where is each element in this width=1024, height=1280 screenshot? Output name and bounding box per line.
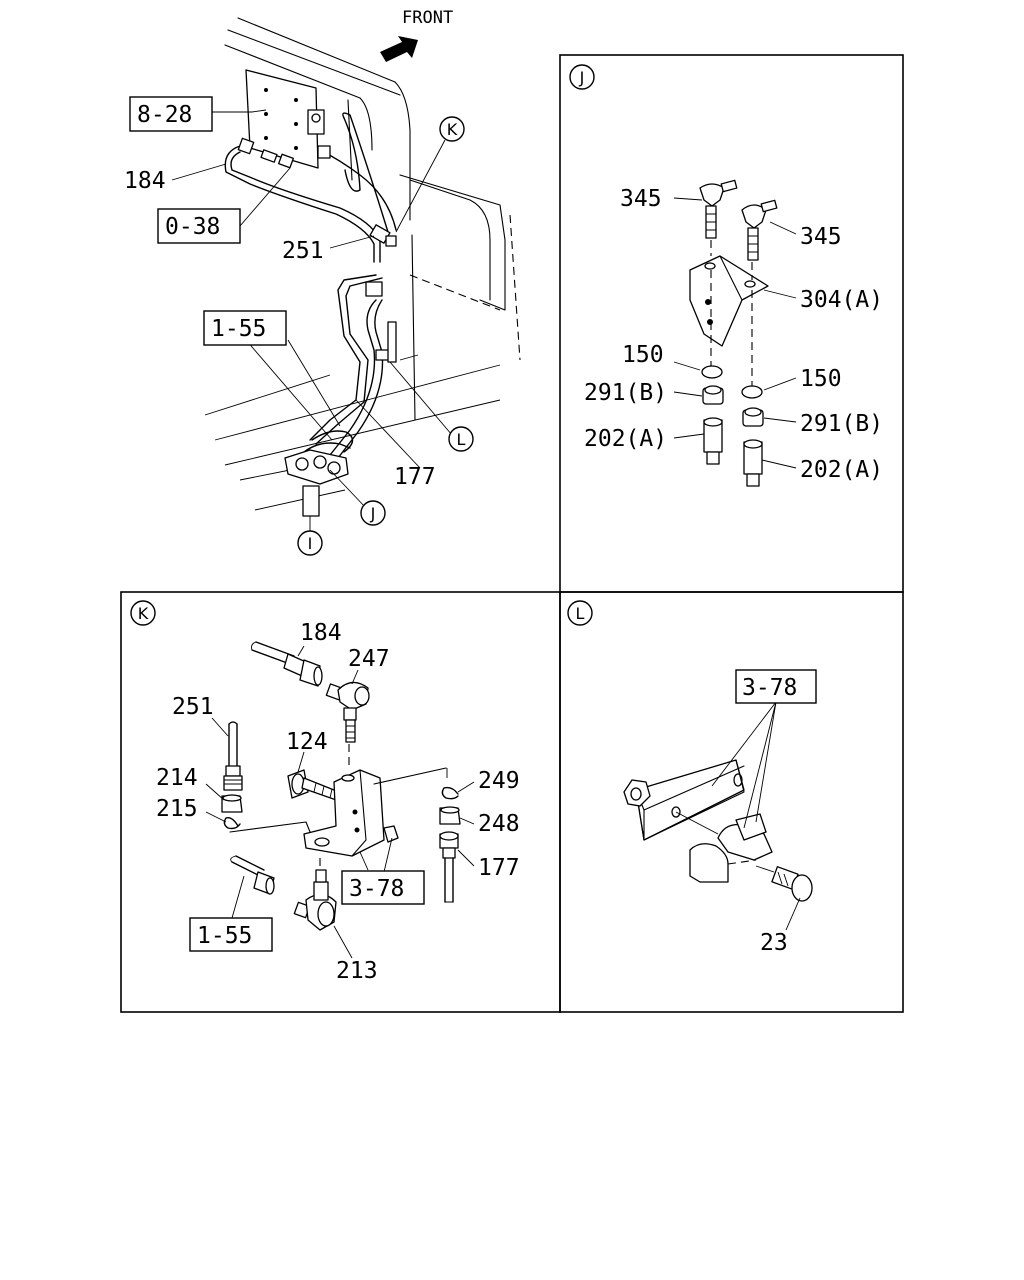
j-part-291b-right: 291(B): [800, 411, 883, 437]
bracket-304a: [689, 255, 769, 347]
panel-k: K: [130, 600, 520, 984]
main-part-251: 251: [282, 238, 324, 264]
ref-3-78-k-text: 3-78: [349, 876, 404, 902]
j-part-202a-left: 202(A): [584, 426, 667, 452]
ref-0-38-text: 0-38: [165, 214, 220, 240]
k-part-213: 213: [336, 958, 378, 984]
svg-text:L: L: [457, 430, 466, 449]
ref-1-55-text: 1-55: [211, 316, 266, 342]
panel-j-marker: J: [569, 64, 595, 90]
bolt-345-right: [741, 199, 778, 261]
pipe-fittings: [237, 137, 397, 517]
panel-k-marker: K: [130, 600, 156, 626]
k-part-124: 124: [286, 729, 328, 755]
j-part-291b-left: 291(B): [584, 380, 667, 406]
ref-1-55-k-text: 1-55: [197, 923, 252, 949]
panel-l-marker: L: [567, 600, 593, 626]
panel-l-frame: [559, 591, 904, 1013]
j-part-150-left: 150: [622, 342, 664, 368]
clamp-nut: [623, 779, 651, 807]
j-part-150-right: 150: [800, 366, 842, 392]
svg-text:L: L: [576, 604, 585, 623]
j-part-202a-right: 202(A): [800, 457, 883, 483]
washer-150-left: [701, 365, 723, 379]
front-label: FRONT: [402, 8, 453, 28]
nut-291b-left: [702, 385, 724, 405]
front-indicator: FRONT: [380, 8, 453, 62]
svg-text:J: J: [579, 68, 585, 87]
k-part-247: 247: [348, 646, 390, 672]
bolt-124: [287, 769, 345, 803]
svg-text:I: I: [308, 534, 313, 553]
main-view: 8-28 0-38 1-55 184 251 177 K L J I: [124, 17, 521, 556]
k-part-248: 248: [478, 811, 520, 837]
bracket-k: [303, 769, 399, 857]
ref-box-1-55-main: 1-55: [203, 310, 287, 346]
l-part-23: 23: [760, 930, 788, 956]
front-arrow-icon: [380, 36, 418, 62]
main-marker-l: L: [448, 426, 474, 452]
screw-23: [771, 866, 813, 902]
panel-k-leaders: [205, 645, 475, 959]
j-part-345-right: 345: [800, 224, 842, 250]
main-marker-k: K: [439, 116, 465, 142]
nut-214: [221, 794, 243, 813]
cab-structure: [204, 17, 521, 511]
ref-8-28-text: 8-28: [137, 102, 192, 128]
bolt-345-left: [699, 179, 738, 239]
pipe-184: [251, 641, 323, 687]
main-marker-i: I: [297, 530, 323, 556]
k-part-214: 214: [156, 765, 198, 791]
k-part-251: 251: [172, 694, 214, 720]
nut-248: [439, 806, 461, 825]
clip-249: [441, 786, 459, 800]
ref-box-3-78-l: 3-78: [735, 669, 817, 704]
brake-pipes: [224, 112, 397, 459]
pipe-1-55-k: [230, 855, 275, 895]
svg-text:K: K: [138, 604, 149, 623]
k-part-215: 215: [156, 796, 198, 822]
panel-l-leaders: [711, 701, 801, 931]
k-part-184: 184: [300, 620, 342, 646]
main-leaders: [171, 109, 453, 535]
svg-text:J: J: [370, 504, 376, 523]
ref-box-8-28: 8-28: [129, 96, 213, 132]
main-part-184: 184: [124, 168, 166, 194]
k-part-249: 249: [478, 768, 520, 794]
svg-text:K: K: [447, 120, 458, 139]
pipe-251: [223, 721, 243, 791]
washer-150-right: [741, 385, 763, 399]
stud-202a-right: [743, 439, 763, 487]
k-part-177: 177: [478, 855, 520, 881]
panel-l: L: [567, 600, 817, 956]
j-part-345-left: 345: [620, 186, 662, 212]
mounting-plate: [245, 69, 325, 169]
union-213: [293, 869, 337, 931]
j-part-304a: 304(A): [800, 287, 883, 313]
panel-j: J: [569, 64, 883, 487]
main-part-177: 177: [394, 464, 436, 490]
ref-box-0-38: 0-38: [157, 208, 241, 244]
stud-202a-left: [703, 417, 723, 465]
ref-3-78-l-text: 3-78: [742, 675, 797, 701]
detail-panel-frames: [120, 54, 904, 1013]
nut-291b-right: [742, 407, 764, 427]
pipe-clip: [689, 813, 773, 883]
main-marker-j: J: [360, 500, 386, 526]
ref-box-1-55-k: 1-55: [189, 917, 273, 952]
ref-box-3-78-k: 3-78: [341, 870, 425, 905]
pipe-177: [439, 831, 459, 903]
panel-j-leaders: [673, 197, 797, 469]
union-247: [325, 681, 370, 743]
clip-215: [223, 816, 241, 830]
